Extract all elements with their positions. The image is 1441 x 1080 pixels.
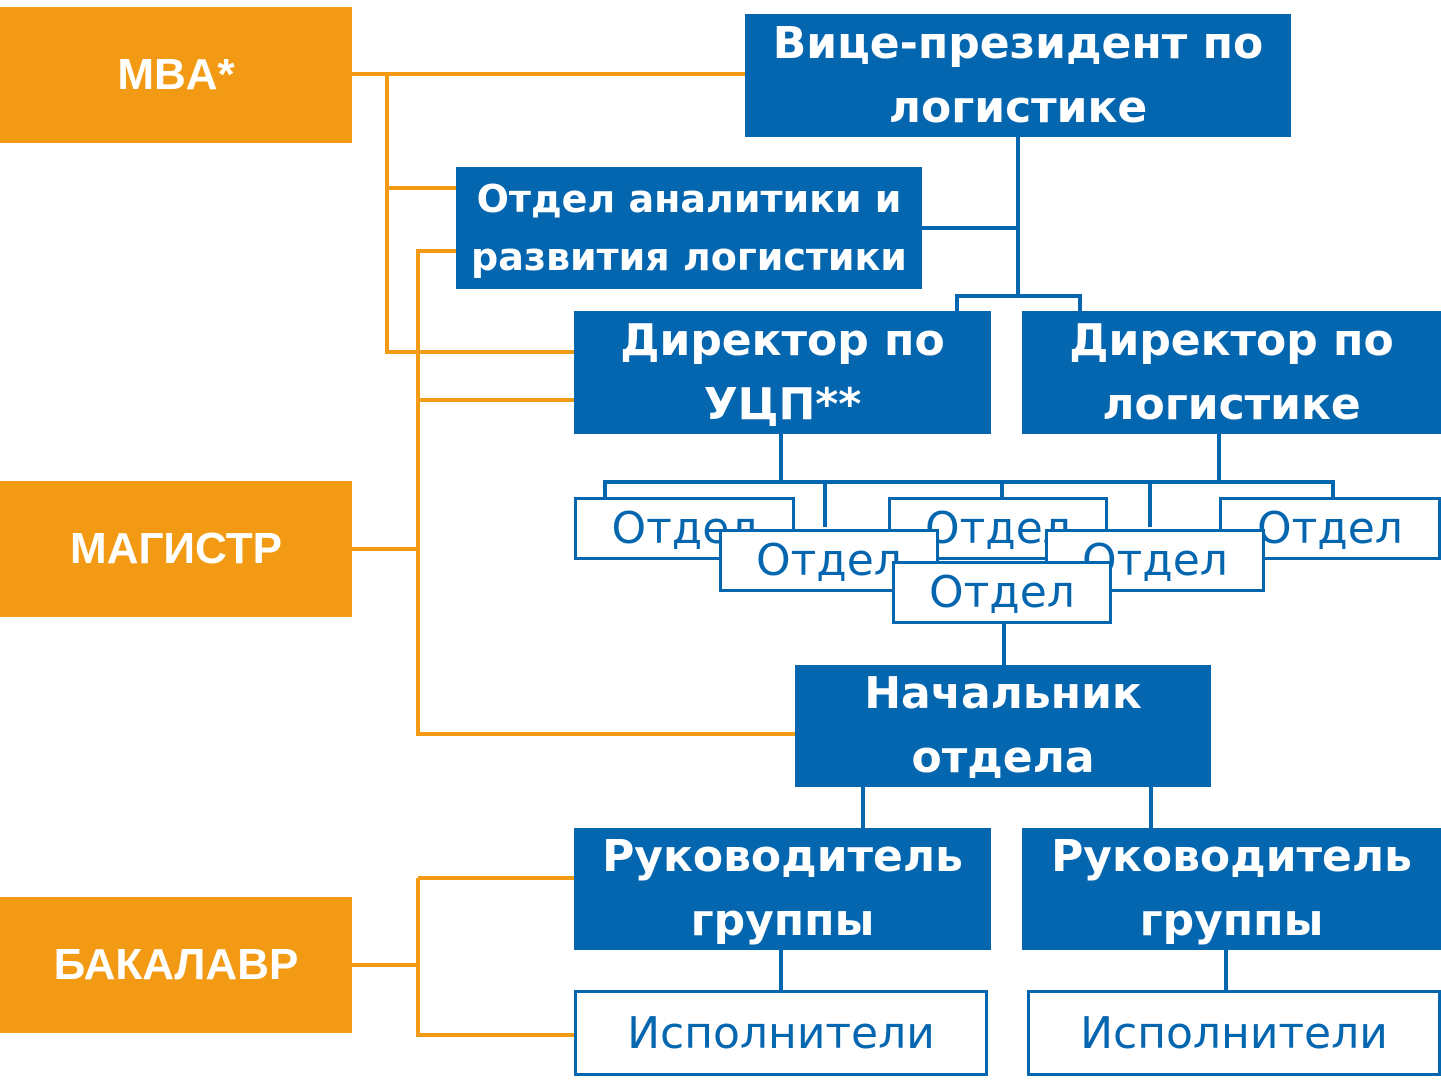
department-label: Отдел [929,567,1075,618]
bachelor-level-label: БАКАЛАВР [53,940,299,989]
master-trunk-link [416,249,795,736]
director-logistics-line1: Директор по [1069,314,1394,366]
bachelor-level-box: БАКАЛАВР [0,897,352,1033]
department-head-line1: Начальник [864,668,1142,719]
master-level-box: МАГИСТР [0,481,352,617]
group-lead-right-line1: Руководитель [1051,831,1412,882]
director-ucp-line2: УЦП** [703,378,862,430]
vice-president-line2: логистике [888,81,1148,133]
executors-right-box: Исполнители [1027,990,1441,1076]
department-head-line2: отдела [911,732,1095,783]
group-lead-right-line2: группы [1139,895,1324,946]
analytics-department-box: Отдел аналитики и развития логистики [456,167,922,289]
department-box: Отдел [892,561,1112,624]
master-level-label: МАГИСТР [70,524,282,573]
director-logistics-box: Директор по логистике [1022,311,1441,434]
logistics-departments-bracket [1002,480,1335,497]
education-links [352,72,795,1037]
executors-left-label: Исполнители [627,1007,935,1059]
director-ucp-line1: Директор по [620,314,945,366]
director-ucp-box: Директор по УЦП** [574,311,991,434]
vice-president-line1: Вице-президент по [772,17,1264,69]
directors-bracket-link [955,294,1082,311]
director-logistics-line2: логистике [1102,378,1361,430]
group-lead-right-box: Руководитель группы [1022,828,1441,950]
group-lead-left-line1: Руководитель [602,831,963,882]
mba-trunk-link [385,74,574,354]
vice-president-box: Вице-президент по логистике [745,14,1291,137]
bachelor-trunk-link [416,878,574,1037]
department-head-box: Начальник отдела [795,665,1211,787]
ucp-departments-bracket [603,480,1004,497]
group-lead-left-line2: группы [690,895,875,946]
analytics-department-line2: развития логистики [471,235,907,279]
hierarchy-links [603,137,1335,990]
department-label: Отдел [1257,503,1403,554]
mba-level-box: MBA* [0,7,352,143]
department-box: Отдел [1219,497,1441,560]
executors-left-box: Исполнители [574,990,988,1076]
group-lead-left-box: Руководитель группы [574,828,991,950]
executors-right-label: Исполнители [1080,1007,1388,1059]
department-label: Отдел [756,535,902,586]
mba-level-label: MBA* [117,50,235,99]
analytics-department-line1: Отдел аналитики и [476,177,902,221]
